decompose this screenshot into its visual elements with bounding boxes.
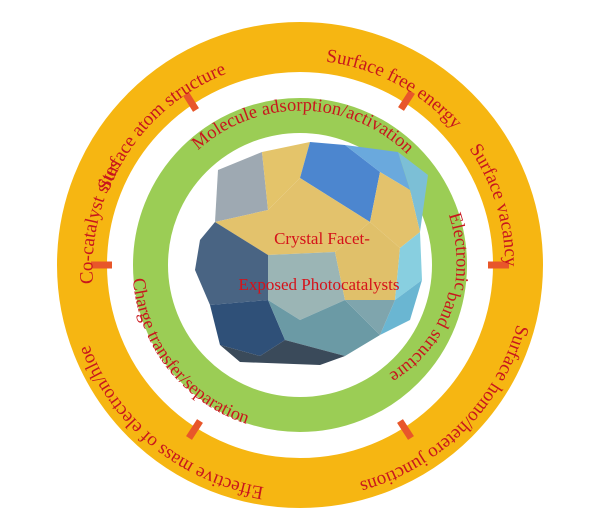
ring-dividers (91, 90, 509, 440)
center-title-line2: Exposed Photocatalysts (238, 275, 399, 294)
inner-ring (132, 97, 468, 433)
divider-bottom-right (397, 419, 414, 440)
outer-ring (57, 22, 543, 508)
divider-top-left (183, 92, 199, 112)
divider-bottom-left (186, 419, 203, 440)
ring-gap (111, 76, 489, 454)
divider-top-right (398, 90, 415, 111)
crystal-polyhedron (195, 142, 428, 365)
center-title-line1: Crystal Facet- (274, 229, 370, 248)
